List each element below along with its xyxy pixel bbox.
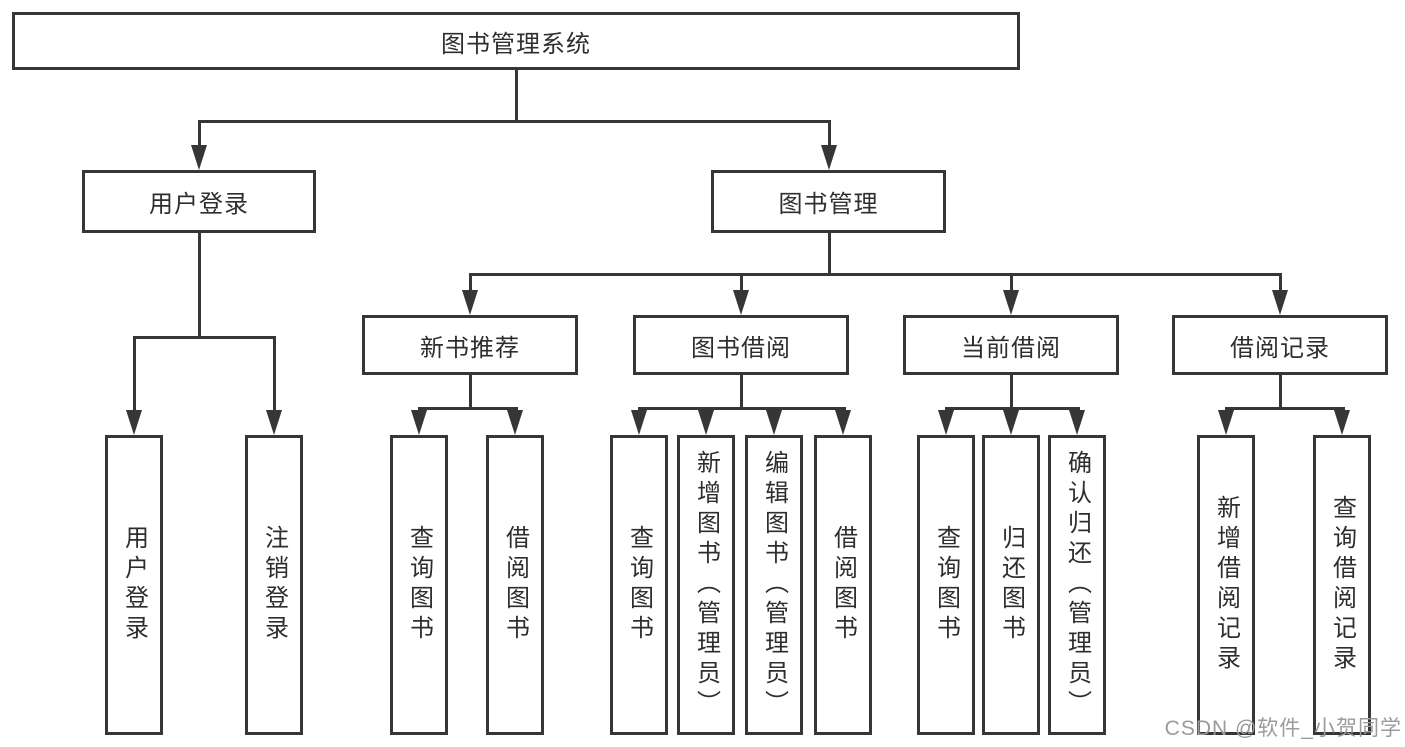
arrowhead-logout [266,410,282,435]
arrowhead-current-return [1003,410,1019,435]
arrowhead-borrow-query [631,410,647,435]
connector-user-bar [133,336,276,339]
connector-current-bar [945,407,1080,410]
connector-root-stem [515,70,518,123]
arrowhead-records-add [1218,410,1234,435]
leaf-borrow-borrow-books: 借阅图书 [814,435,872,735]
arrowhead-recommend [462,290,478,315]
node-root-library-system: 图书管理系统 [12,12,1020,70]
connector-mgmt-stem [828,233,831,276]
arrowhead-book-mgmt [821,145,837,170]
connector-drop-login [133,336,136,414]
leaf-current-confirm-return-admin: 确认归还（管理员） [1048,435,1106,735]
arrowhead-user-login [191,145,207,170]
leaf-borrow-query-books: 查询图书 [610,435,668,735]
connector-records-stem [1279,375,1282,410]
node-current-borrow: 当前借阅 [903,315,1119,375]
leaf-current-query-books: 查询图书 [917,435,975,735]
arrowhead-borrow [733,290,749,315]
connector-drop-current [1010,273,1013,293]
leaf-recommend-query-books: 查询图书 [390,435,448,735]
connector-recommend-bar [418,407,518,410]
node-book-management: 图书管理 [711,170,946,233]
leaf-user-login: 用户登录 [105,435,163,735]
leaf-records-add-record: 新增借阅记录 [1197,435,1255,735]
node-book-borrow: 图书借阅 [633,315,849,375]
connector-drop-records [1279,273,1282,293]
leaf-current-return-books: 归还图书 [982,435,1040,735]
connector-borrow-stem [740,375,743,410]
node-borrow-records: 借阅记录 [1172,315,1388,375]
connector-recommend-stem [469,375,472,410]
connector-drop-borrow [740,273,743,293]
arrowhead-recommend-query [411,410,427,435]
leaf-borrow-add-books-admin: 新增图书（管理员） [677,435,735,735]
arrowhead-recommend-borrow [507,410,523,435]
node-new-book-recommend: 新书推荐 [362,315,578,375]
leaf-borrow-edit-books-admin: 编辑图书（管理员） [745,435,803,735]
connector-borrow-bar [638,407,846,410]
arrowhead-borrow-edit [766,410,782,435]
connector-mgmt-bar [469,273,1282,276]
arrowhead-login [126,410,142,435]
arrowhead-current [1003,290,1019,315]
connector-user-stem [198,233,201,339]
connector-drop-book-mgmt [828,120,831,148]
arrowhead-records [1272,290,1288,315]
connector-records-bar [1225,407,1345,410]
connector-current-stem [1010,375,1013,410]
connector-drop-recommend [469,273,472,293]
arrowhead-borrow-borrow [835,410,851,435]
leaf-recommend-borrow-books: 借阅图书 [486,435,544,735]
node-user-login: 用户登录 [82,170,316,233]
connector-drop-user-login [198,120,201,148]
leaf-records-query-record: 查询借阅记录 [1313,435,1371,735]
leaf-user-logout: 注销登录 [245,435,303,735]
connector-level1-bar [198,120,831,123]
arrowhead-current-confirm [1069,410,1085,435]
connector-drop-logout [273,336,276,414]
arrowhead-current-query [938,410,954,435]
arrowhead-records-query [1334,410,1350,435]
arrowhead-borrow-add [698,410,714,435]
csdn-watermark: CSDN @软件_小贺同学 [1164,717,1402,740]
